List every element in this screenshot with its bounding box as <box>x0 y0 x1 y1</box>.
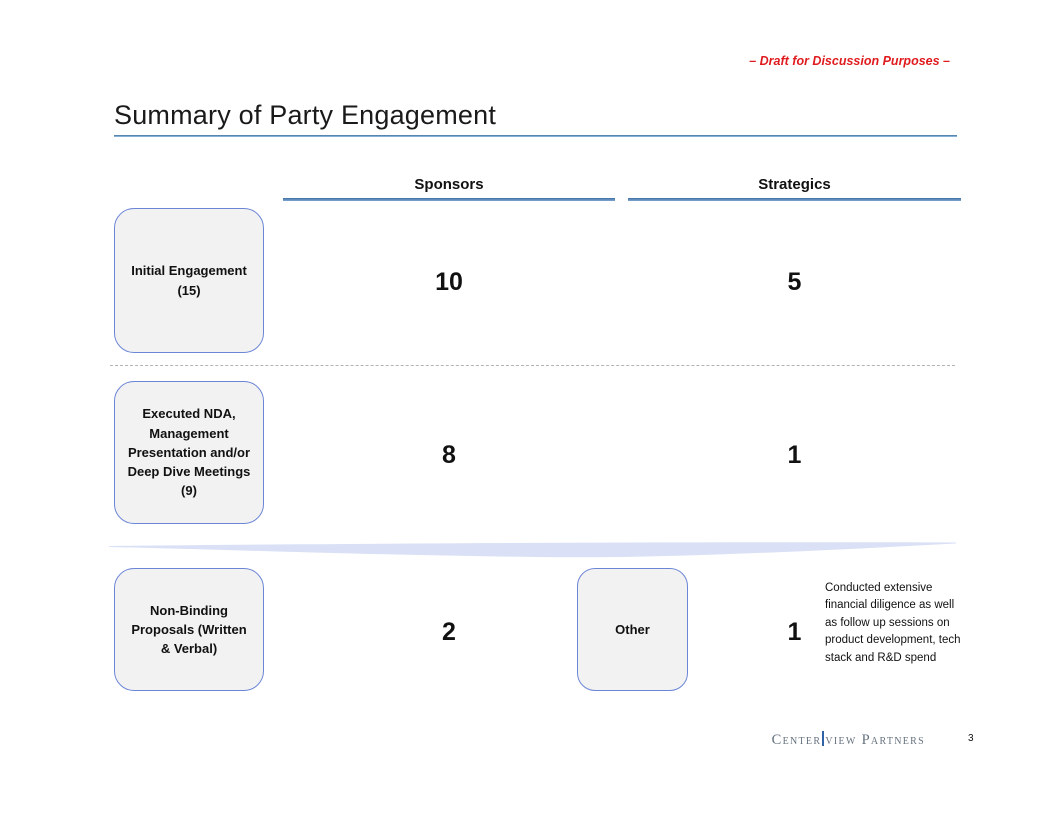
page-title: Summary of Party Engagement <box>114 100 497 130</box>
logo-text-view: view <box>825 732 857 748</box>
logo-text-partners: Partners <box>856 732 925 748</box>
page-number: 3 <box>968 733 974 744</box>
stage-label-initial-engagement: Initial Engagement (15) <box>131 263 247 298</box>
other-box-label: Other <box>615 622 650 637</box>
stage-box-executed-nda: Executed NDA, Management Presentation an… <box>114 381 264 524</box>
dashed-divider <box>110 365 955 366</box>
logo-divider-bar <box>822 731 825 746</box>
value-initial-strategics: 5 <box>787 268 802 296</box>
strategics-header-underline <box>628 198 961 201</box>
stage-box-initial-engagement: Initial Engagement (15) <box>114 208 264 353</box>
value-other-strategics: 1 <box>787 618 802 646</box>
column-header-sponsors: Sponsors <box>414 176 484 193</box>
value-nda-sponsors: 8 <box>442 441 456 469</box>
stage-label-executed-nda: Executed NDA, Management Presentation an… <box>127 406 251 499</box>
value-initial-sponsors: 10 <box>435 268 463 296</box>
stage-label-non-binding-proposals: Non-Binding Proposals (Written & Verbal) <box>131 602 247 657</box>
value-proposals-sponsors: 2 <box>442 618 456 646</box>
column-header-strategics: Strategics <box>758 176 831 193</box>
value-nda-strategics: 1 <box>787 441 802 469</box>
logo-text-center: Center <box>771 732 822 748</box>
other-box: Other <box>577 568 688 691</box>
title-underline <box>114 135 957 137</box>
stage-box-non-binding-proposals: Non-Binding Proposals (Written & Verbal) <box>114 568 264 691</box>
sponsors-header-underline <box>283 198 615 201</box>
funnel-swoosh <box>109 542 956 558</box>
draft-notice: – Draft for Discussion Purposes – <box>749 54 950 68</box>
diligence-annotation: Conducted extensive financial diligence … <box>825 582 961 664</box>
